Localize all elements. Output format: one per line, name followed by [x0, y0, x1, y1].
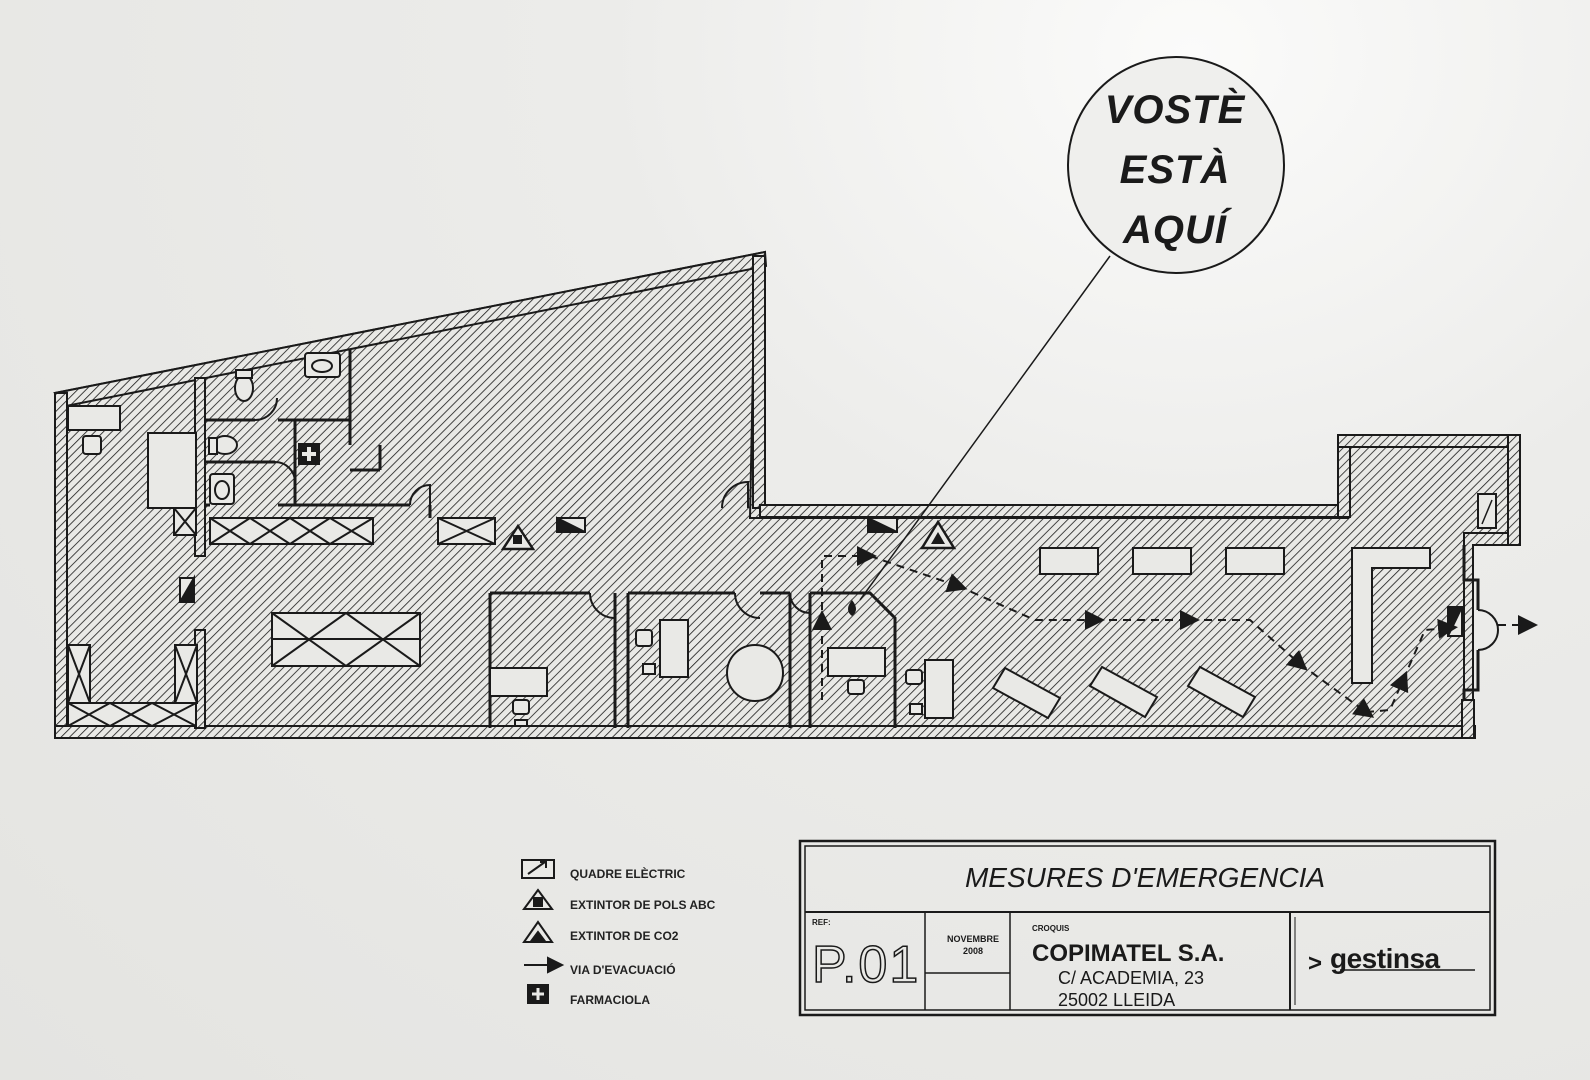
furniture [67, 405, 1431, 727]
address-line-2: 25002 LLEIDA [1058, 990, 1176, 1010]
first-aid-icon [298, 443, 320, 465]
powder-extinguisher-icon [919, 519, 957, 550]
legend-label-evacuation: VIA D'EVACUACIÓ [570, 963, 676, 977]
legend-label-first-aid: FARMACIOLA [570, 993, 650, 1007]
evacuation-route [812, 546, 1538, 718]
company-name: COPIMATEL S.A. [1032, 940, 1225, 967]
date-month: NOVEMBRE [946, 934, 999, 944]
sanitary-fixtures [208, 352, 341, 505]
address-line-1: C/ ACADEMIA, 23 [1058, 968, 1205, 988]
wall-bands [53, 250, 1521, 739]
croquis-label: CROQUIS [1032, 924, 1070, 933]
legend-icons [521, 859, 565, 1004]
plan-title: MESURES D'EMERGENCIA [964, 862, 1326, 893]
legend-label-co2: EXTINTOR DE CO2 [570, 929, 679, 943]
legend-label-electric: QUADRE ELÈCTRIC [570, 867, 686, 881]
ref-label: REF: [812, 918, 831, 927]
date-year: 2008 [962, 946, 984, 956]
logo-mark: > [1308, 950, 1323, 977]
here-line-2: ESTÀ [1119, 148, 1231, 192]
electric-panel-icon [178, 493, 1497, 637]
powder-extinguisher-icon [500, 523, 536, 551]
door-swings [254, 397, 1499, 651]
ref-code: P.01 [811, 935, 921, 995]
shelving-units [67, 507, 496, 727]
title-block-frame [798, 839, 1497, 1017]
logo-text: gestinsa [1330, 943, 1440, 974]
legend-label-powder: EXTINTOR DE POLS ABC [570, 898, 716, 912]
here-line-3: AQUÍ [1123, 208, 1227, 252]
here-line-1: VOSTÈ [1104, 88, 1246, 132]
you-are-here-marker [848, 56, 1285, 616]
interior-partitions [205, 350, 1480, 728]
